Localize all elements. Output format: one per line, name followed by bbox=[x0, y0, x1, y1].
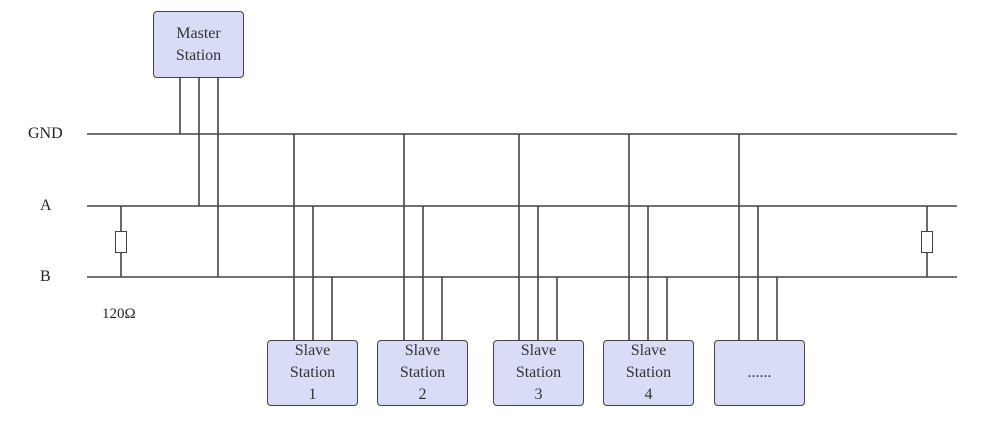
slave-station-number: 4 bbox=[644, 386, 653, 403]
master-station-box: Master Station bbox=[153, 11, 244, 78]
right-terminating-resistor bbox=[921, 231, 933, 253]
slave-more-wires bbox=[738, 134, 778, 341]
slave-2-wires bbox=[403, 134, 443, 341]
more-slave-stations-ellipsis: ...... bbox=[747, 364, 772, 381]
slave-station-label-line2: Station bbox=[289, 364, 336, 381]
slave-station-label-line2: Station bbox=[625, 364, 672, 381]
slave-station-3-box: Slave Station 3 bbox=[493, 340, 584, 406]
slave-station-number: 3 bbox=[534, 386, 543, 403]
master-station-label-line1: Master bbox=[176, 24, 221, 42]
b-label: B bbox=[40, 268, 51, 285]
slave-station-4-box: Slave Station 4 bbox=[603, 340, 694, 406]
left-terminating-resistor bbox=[115, 231, 127, 253]
slave-station-label-line1: Slave bbox=[404, 342, 441, 359]
slave-station-2-box: Slave Station 2 bbox=[377, 340, 468, 406]
slave-station-label-line2: Station bbox=[399, 364, 446, 381]
slave-station-1-box: Slave Station 1 bbox=[267, 340, 358, 406]
slave-station-number: 2 bbox=[418, 386, 427, 403]
slave-station-label-line1: Slave bbox=[520, 342, 557, 359]
slave-station-label-line1: Slave bbox=[294, 342, 331, 359]
gnd-label: GND bbox=[28, 125, 63, 142]
slave-3-wires bbox=[518, 134, 558, 341]
slave-4-wires bbox=[628, 134, 668, 341]
a-label: A bbox=[40, 197, 52, 214]
slave-1-wires bbox=[293, 134, 333, 341]
master-station-label-line2: Station bbox=[175, 46, 222, 64]
resistor-label: 120Ω bbox=[102, 306, 136, 322]
slave-station-number: 1 bbox=[308, 386, 317, 403]
slave-station-label-line1: Slave bbox=[630, 342, 667, 359]
slave-station-label-line2: Station bbox=[515, 364, 562, 381]
more-slave-stations-box: ...... bbox=[714, 340, 805, 406]
